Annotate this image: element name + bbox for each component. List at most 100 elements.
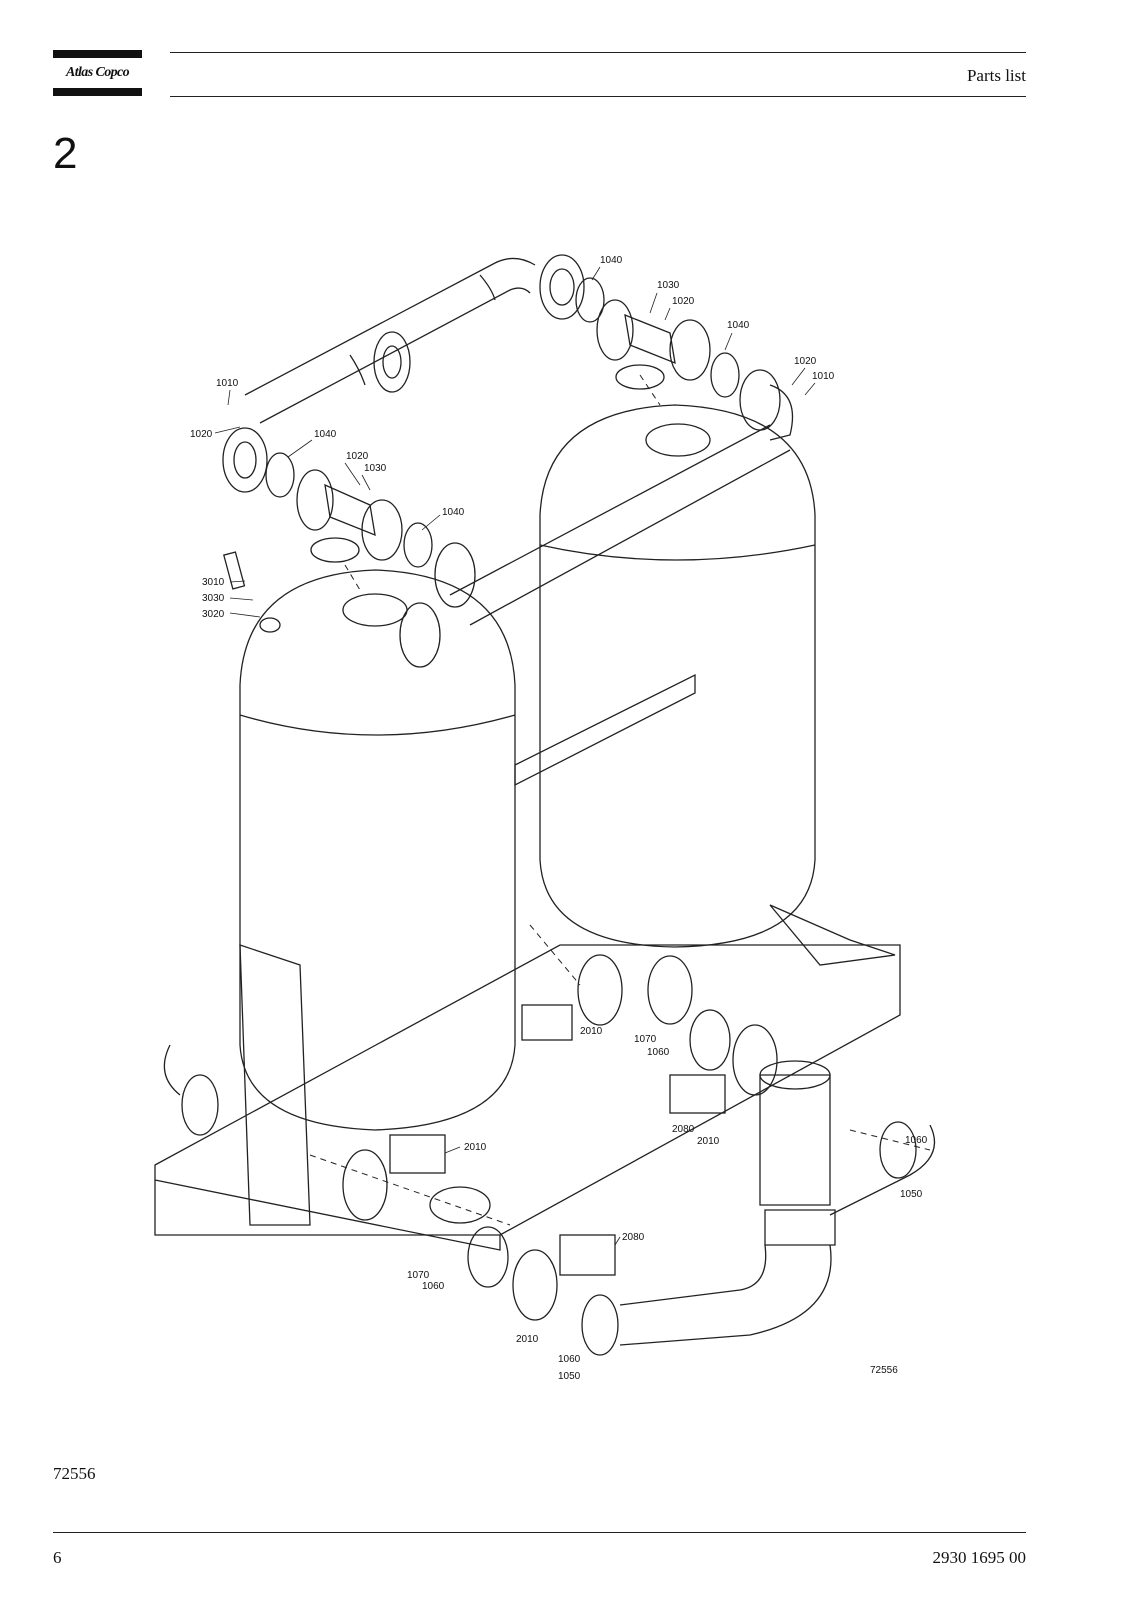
header-rule-bottom [170,96,1026,97]
leader-1020d [791,367,806,386]
leader-1020c [664,307,671,321]
leader-1040d [724,332,733,351]
actuator-3 [389,1134,446,1174]
tee-flange-c [615,364,665,390]
pipe-joint-2 [479,274,496,301]
logo-bar-bottom [53,88,142,96]
leader-3030 [229,597,254,601]
callout-1070-b: 1070 [407,1270,430,1281]
leader-1020b [344,462,361,486]
flange-top-mid-bore [382,345,402,379]
logo-bar-top [53,50,142,58]
bottom-pipe-lower [619,1244,832,1346]
align-line-2 [639,374,661,406]
callout-3030: 3030 [202,593,225,604]
diag-pipe-lower [469,449,791,626]
callout-1010-b: 1010 [812,371,835,382]
atlas-copco-logo: Atlas Copco [53,50,142,96]
bottom-pipe-upper [619,1244,767,1306]
callout-1040-c: 1040 [600,255,623,266]
flange-lower-left [399,602,441,668]
base-frame [154,944,901,1236]
right-vessel-dome [539,404,816,516]
butterfly-valve-3 [342,1149,388,1221]
callout-1030-a: 1030 [364,463,387,474]
align-line-3 [309,1154,511,1226]
butterfly-valve-1 [577,954,623,1026]
tee-flange-b [669,319,711,381]
flange-right-elbow [739,369,781,431]
left-vessel-manway [342,593,408,627]
flange-top-mid [373,331,411,393]
top-pipe-lower [259,287,531,424]
align-line-5 [529,924,581,986]
flange-left-bore [233,441,257,479]
butterfly-valve-2 [732,1024,778,1096]
callout-2010-b: 2010 [697,1136,720,1147]
diag-pipe-upper [449,424,771,596]
flange-top-right [539,254,585,320]
left-vessel-seam [239,714,516,736]
tee-bottom-flange [429,1186,491,1224]
tee-left-flange-c [310,537,360,563]
callout-1040-a: 1040 [314,429,337,440]
callout-1020-c: 1020 [672,296,695,307]
elbow-right [769,384,794,441]
callout-1020-d: 1020 [794,356,817,367]
gasket-top-right [575,277,605,323]
left-leg [239,944,311,1226]
flange-left [222,427,268,493]
brand-wordmark: Atlas Copco [65,65,130,80]
right-flange [879,1121,917,1179]
right-vessel-bottom [539,859,816,948]
callout-2080-b: 2080 [622,1232,645,1243]
drawing-id-label: 72556 [870,1365,898,1376]
callout-1060-c: 1060 [422,1281,445,1292]
figure-reference: 72556 [53,1464,96,1483]
gasket-left-2 [403,522,433,568]
callout-1040-b: 1040 [442,507,465,518]
leader-1040c [591,266,601,281]
tee-left-flange-a [296,469,334,531]
leader-1040a [287,439,313,458]
tee-body-left [324,483,376,537]
callout-1040-d: 1040 [727,320,750,331]
leader-1010a [227,389,231,406]
right-vessel-leg [769,904,896,966]
leader-1010b [804,382,816,396]
actuator-2 [669,1074,726,1114]
filter-housing [759,1074,831,1206]
tee-left-flange-b [361,499,403,561]
actuator-4 [559,1234,616,1276]
leader-1040b [421,514,441,531]
callout-2010-d: 2010 [516,1334,539,1345]
flange-mid-2 [689,1009,731,1071]
bottom-left-flange [181,1074,219,1136]
flange-mid-1 [647,955,693,1025]
leader-1020a [214,426,241,434]
gasket-right [710,352,740,398]
socket-left [259,617,281,633]
callout-2080-a: 2080 [672,1124,695,1135]
tee-flange-a [596,299,634,361]
right-vessel-manway [645,423,711,457]
callout-1050-b: 1050 [558,1371,581,1382]
callout-3020: 3020 [202,609,225,620]
callout-2010-a: 2010 [580,1026,603,1037]
callout-2010-c: 2010 [464,1142,487,1153]
actuator-1 [521,1004,573,1041]
callout-1060-b: 1060 [905,1135,928,1146]
callout-1030-b: 1030 [657,280,680,291]
section-title: Parts list [966,66,1026,85]
page-number: 6 [53,1548,62,1567]
pipe-joint-1 [349,354,366,386]
header-rule-top [170,52,1026,53]
exploded-parts-drawing: 1010 1020 1040 1020 1030 1040 1040 1030 … [150,245,940,1430]
safety-valve [223,551,246,590]
leader-2080b [614,1236,621,1246]
flange-left-diag [434,542,476,608]
document-number: 2930 1695 00 [932,1548,1027,1567]
gasket-left [265,452,295,498]
callout-1020-b: 1020 [346,451,369,462]
tee-body-right [624,313,676,365]
